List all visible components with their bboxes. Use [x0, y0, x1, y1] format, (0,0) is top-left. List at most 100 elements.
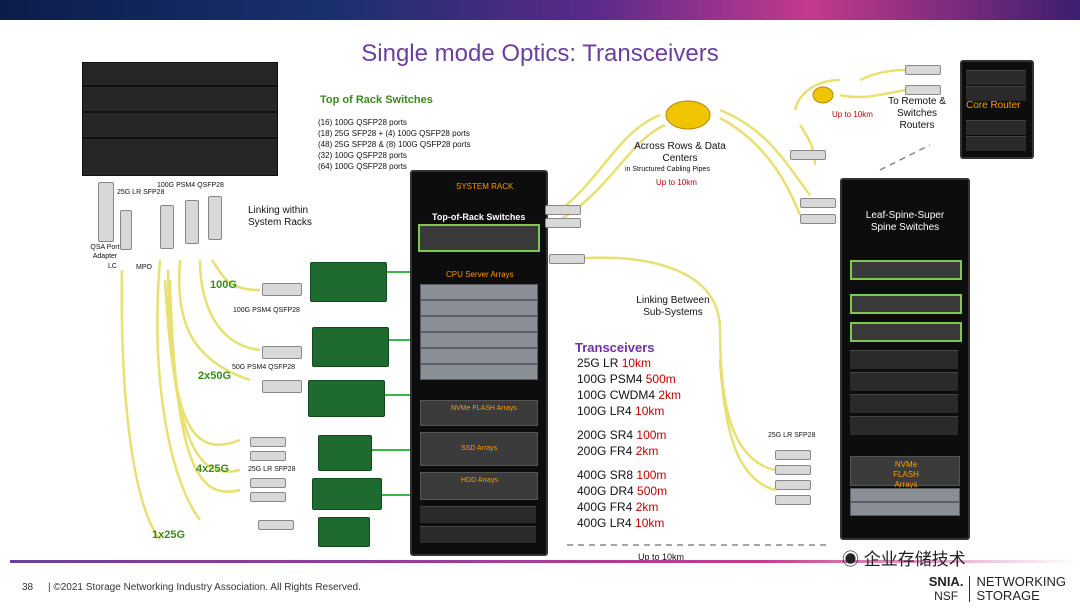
qsfp28-module-icon	[262, 380, 302, 393]
speed-2x50g-label: 2x50G	[198, 370, 232, 382]
core-router: Core Router	[960, 60, 1034, 159]
to-remote-label: To Remote & Switches Routers	[888, 96, 946, 131]
remote-up-to-10km-label: Up to 10km	[832, 110, 873, 119]
qsa-adapter-label: QSA Port Adapter	[90, 244, 120, 260]
sfp28-module-icon	[790, 150, 826, 160]
tor-switch-stack	[82, 62, 278, 177]
watermark-label: 企业存储技术	[863, 550, 966, 569]
sfp28-module-icon	[800, 214, 836, 224]
tor-switches-label: Top-of-Rack Switches	[432, 212, 526, 222]
tor-config-item: (18) 25G SFP28 + (4) 100G QSFP28 ports	[318, 129, 470, 138]
fiber-cable-lc	[120, 269, 162, 541]
nic-card	[308, 380, 385, 417]
sfp28-25g-lr-c-label: 25G LR SFP28	[768, 432, 816, 439]
transceiver-row: 100G CWDM4 2km	[577, 388, 682, 402]
sfp28-module-icon	[545, 205, 581, 215]
sfp28-module-icon	[775, 495, 811, 505]
sfp28-module-icon	[549, 254, 585, 264]
qsfp28-module-icon	[208, 196, 222, 240]
sfp28-module-icon	[775, 480, 811, 490]
sfp28-25g-lr-b-label: 25G LR SFP28	[248, 466, 296, 473]
nic-card	[318, 435, 372, 471]
nic-card	[318, 517, 370, 547]
sfp28-module-icon	[800, 198, 836, 208]
linking-between-label: Linking Between Sub-Systems	[636, 295, 710, 318]
speed-4x25g-label: 4x25G	[196, 463, 230, 475]
qsfp28-module-icon	[262, 283, 302, 296]
linking-within-label: Linking within System Racks	[248, 205, 312, 228]
storage-label: STORAGE	[976, 588, 1040, 603]
sfp28-module-icon	[775, 450, 811, 460]
tor-config-item: (16) 100G QSFP28 ports	[318, 118, 407, 127]
lc-label: LC	[108, 263, 117, 270]
speed-1x25g-label: 1x25G	[152, 529, 186, 541]
sfp28-module-icon	[250, 451, 286, 461]
sfp28-module-icon	[250, 478, 286, 488]
sfp28-module-icon	[905, 65, 941, 75]
transceiver-row: 400G LR4 10km	[577, 516, 665, 530]
fiber-spool-icon	[665, 100, 711, 130]
up-to-10km-label: Up to 10km	[656, 178, 697, 187]
slide-title: Single mode Optics: Transceivers	[361, 40, 719, 67]
mpo-label: MPO	[136, 264, 152, 271]
spine-nvme-label: NVMe FLASH Arrays	[893, 460, 919, 489]
psm4-100g-b-label: 100G PSM4 QSFP28	[233, 307, 300, 314]
transceiver-row: 400G DR4 500m	[577, 484, 668, 498]
spine-nvme-array: NVMe FLASH Arrays	[850, 456, 960, 489]
ssd-label: SSD Arrays	[461, 445, 498, 452]
transceiver-row: 400G FR4 2km	[577, 500, 659, 514]
tor-switch-unit	[418, 224, 540, 252]
footer-divider	[10, 560, 1080, 563]
snia-logo: SNIA. NSF NETWORKING STORAGE	[928, 574, 1066, 604]
system-rack-label: SYSTEM RACK	[456, 182, 514, 191]
transceivers-title: Transceivers	[575, 340, 655, 355]
sfp28-module-icon	[250, 437, 286, 447]
sfp28-module-icon	[905, 85, 941, 95]
qsfp28-module-icon	[160, 205, 174, 249]
across-rows-label: Across Rows & Data Centers	[634, 141, 726, 164]
qsfp28-module-icon	[185, 200, 199, 244]
speed-100g-label: 100G	[210, 279, 237, 291]
transceiver-row: 25G LR 10km	[577, 356, 652, 370]
tor-config-item: (48) 25G SFP28 & (8) 100G QSFP28 ports	[318, 140, 471, 149]
wechat-icon: ◉	[842, 550, 859, 569]
cpu-server-label: CPU Server Arrays	[446, 270, 514, 279]
transceiver-row: 200G SR4 100m	[577, 428, 667, 442]
sfp28-module-icon	[775, 465, 811, 475]
nsf-label: NSF	[934, 589, 959, 603]
sfp28-module-icon	[545, 218, 581, 228]
nvme-label: NVMe FLASH Arrays	[451, 405, 517, 412]
structured-cabling-label: in Structured Cabling Pipes	[625, 166, 710, 173]
transceiver-row: 100G PSM4 500m	[577, 372, 676, 386]
tor-config-item: (32) 100G QSFP28 ports	[318, 151, 407, 160]
top-banner	[0, 0, 1080, 20]
ssd-array: SSD Arrays	[420, 432, 538, 466]
copyright-text: | ©2021 Storage Networking Industry Asso…	[48, 582, 361, 593]
hdd-array: HDD Arrays	[420, 472, 538, 500]
tor-config-list: (16) 100G QSFP28 ports (18) 25G SFP28 + …	[318, 117, 471, 172]
bottom-up-to-10km-label: Up to 10km	[638, 552, 685, 562]
psm4-50g-label: 50G PSM4 QSFP28	[232, 364, 296, 371]
transceiver-row: 200G FR4 2km	[577, 444, 659, 458]
tor-config-item: (64) 100G QSFP28 ports	[318, 162, 407, 171]
transceiver-row: 100G LR4 10km	[577, 404, 665, 418]
nic-card	[312, 327, 389, 367]
sfp28-module-icon	[250, 492, 286, 502]
spine-rack: Leaf-Spine-Super Spine Switches NVMe FLA…	[840, 178, 970, 540]
transceivers-panel: Transceivers 25G LR 10km 100G PSM4 500m …	[575, 340, 695, 531]
system-rack: SYSTEM RACK Top-of-Rack Switches CPU Ser…	[410, 170, 548, 556]
watermark-text: ◉ 企业存储技术	[842, 545, 966, 570]
tor-switches-heading: Top of Rack Switches	[320, 94, 433, 106]
psm4-100g-label: 100G PSM4 QSFP28	[157, 182, 224, 189]
page-number: 38	[22, 582, 34, 593]
snia-label: SNIA.	[928, 574, 964, 589]
spine-switches-label: Leaf-Spine-Super Spine Switches	[865, 210, 945, 233]
nic-card	[310, 262, 387, 302]
sfp28-module-icon	[258, 520, 294, 530]
hdd-label: HDD Arrays	[461, 477, 498, 484]
sfp28-module-icon	[120, 210, 132, 250]
nvme-array: NVMe FLASH Arrays	[420, 400, 538, 426]
qsfp28-module-icon	[262, 346, 302, 359]
qsa-adapter-icon	[98, 182, 114, 242]
transceiver-row: 400G SR8 100m	[577, 468, 667, 482]
